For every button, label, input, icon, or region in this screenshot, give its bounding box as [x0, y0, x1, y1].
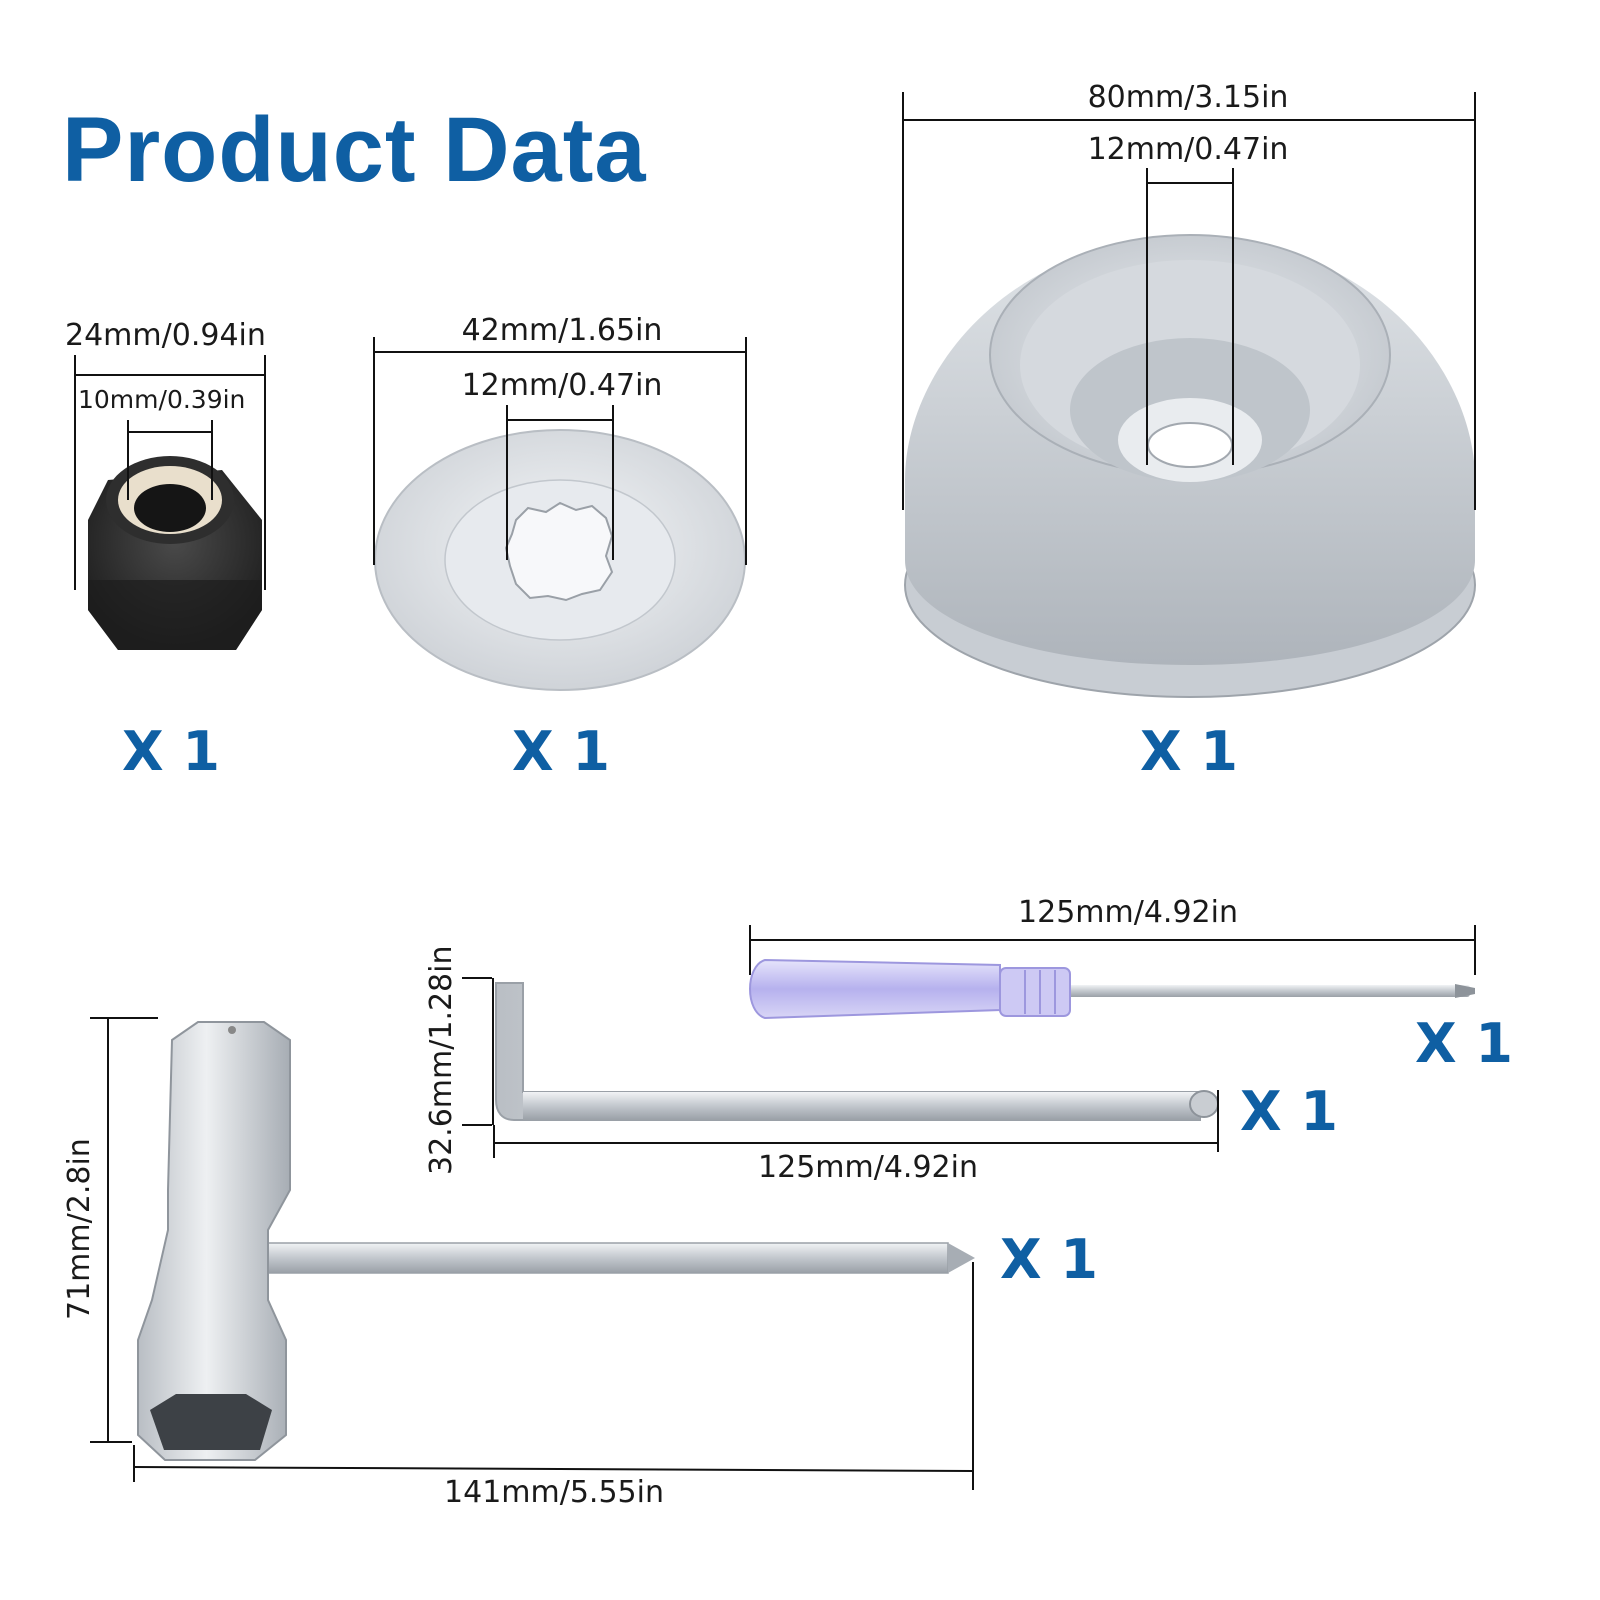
wrench-quantity: X 1 — [1000, 1228, 1099, 1291]
protection-cup-image — [904, 234, 1476, 698]
cup-outer-diameter: 80mm/3.15in — [1087, 80, 1289, 115]
nut-outer-diameter: 24mm/0.94in — [65, 318, 266, 353]
hex-key-quantity: X 1 — [1240, 1080, 1339, 1143]
hex-key-length: 125mm/4.92in — [758, 1150, 978, 1185]
washer-image — [374, 429, 746, 691]
nut-inner-diameter: 10mm/0.39in — [78, 385, 246, 414]
hex-key-image — [495, 982, 1219, 1121]
lock-nut-image — [88, 456, 262, 650]
screwdriver-length: 125mm/4.92in — [1018, 895, 1238, 930]
hex-key-short-arm: 32.6mm/1.28in — [424, 945, 459, 1176]
cup-dimension-lines — [902, 92, 1476, 510]
spark-plug-wrench-image — [137, 1021, 975, 1461]
screwdriver-image — [749, 958, 1475, 1020]
washer-dimension-lines — [373, 337, 747, 565]
wrench-height: 71mm/2.8in — [62, 1138, 97, 1320]
cup-quantity: X 1 — [1140, 720, 1239, 783]
washer-inner-diameter: 12mm/0.47in — [461, 368, 663, 403]
nut-dimension-lines — [74, 355, 266, 590]
washer-quantity: X 1 — [512, 720, 611, 783]
washer-outer-diameter: 42mm/1.65in — [461, 313, 663, 348]
cup-inner-diameter: 12mm/0.47in — [1087, 132, 1289, 167]
screwdriver-quantity: X 1 — [1415, 1012, 1514, 1075]
nut-quantity: X 1 — [122, 720, 221, 783]
page-title: Product Data — [62, 99, 647, 201]
hex-key-dimension-lines — [462, 977, 1219, 1158]
wrench-dimension-lines — [90, 1017, 974, 1490]
screwdriver-dimension-lines — [749, 925, 1476, 975]
wrench-length: 141mm/5.55in — [444, 1475, 664, 1510]
